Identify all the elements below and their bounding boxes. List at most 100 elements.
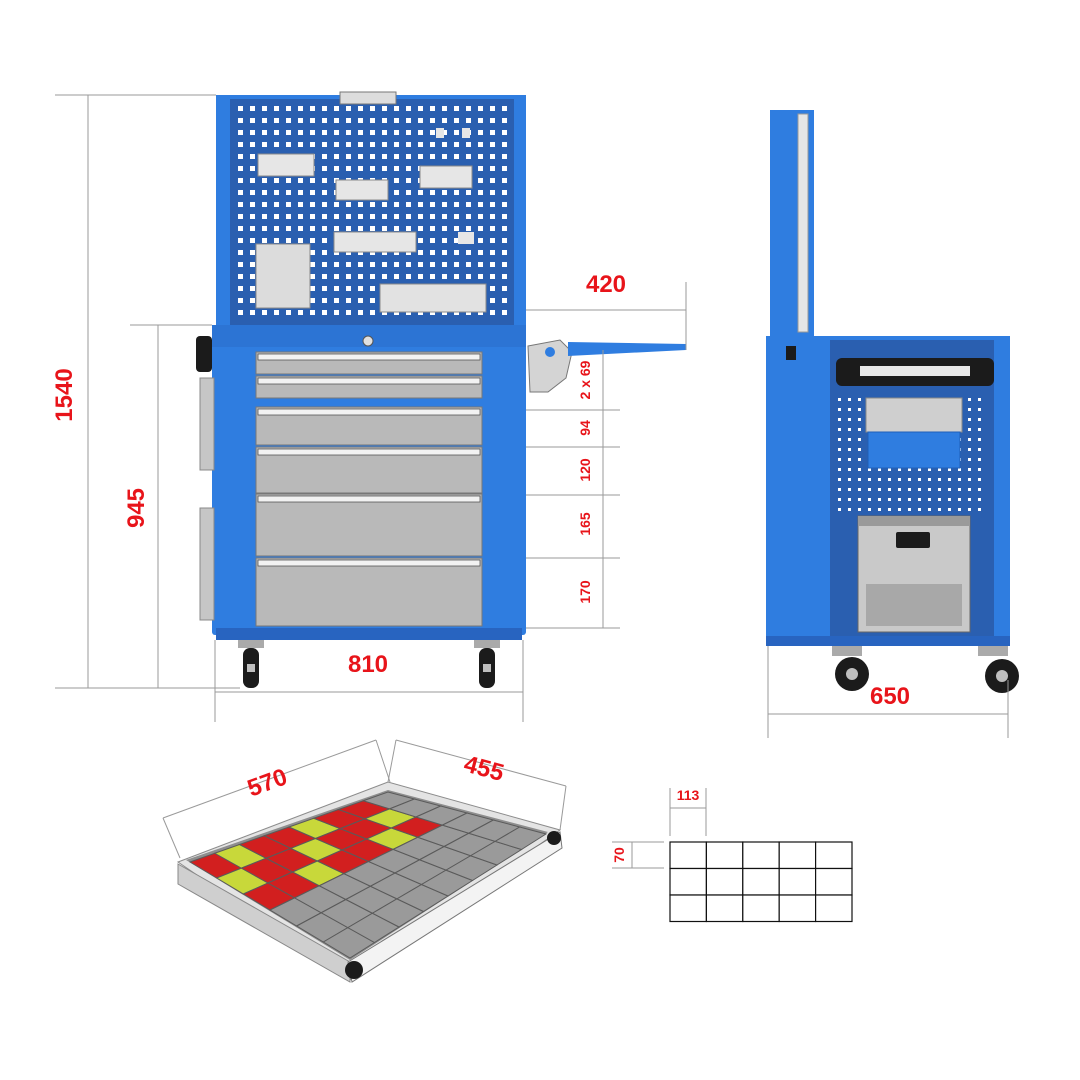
peg-hole	[442, 202, 447, 207]
peg-hole	[298, 118, 303, 123]
bracket-knob	[545, 347, 555, 357]
peg-hole	[322, 214, 327, 219]
peg-hole	[928, 498, 931, 501]
peg-hole	[274, 118, 279, 123]
peg-hole	[322, 166, 327, 171]
side-caster-left	[832, 646, 869, 691]
peg-hole	[346, 274, 351, 279]
peg-hole	[238, 202, 243, 207]
peg-hole	[502, 226, 507, 231]
peg-hole	[868, 508, 871, 511]
peg-hole	[274, 190, 279, 195]
peg-hole	[334, 286, 339, 291]
peg-hole	[968, 448, 971, 451]
tray-bracket	[527, 339, 573, 393]
peg-hole	[502, 130, 507, 135]
peg-hole	[442, 130, 447, 135]
peg-hole	[478, 166, 483, 171]
peg-hole	[346, 202, 351, 207]
peg-hole	[454, 142, 459, 147]
peg-hole	[358, 118, 363, 123]
grid-cell	[814, 841, 853, 870]
side-handle	[196, 336, 212, 372]
peg-hole	[838, 478, 841, 481]
peg-hole	[346, 214, 351, 219]
peg-hole	[406, 130, 411, 135]
peg-hole	[848, 478, 851, 481]
peg-hole	[968, 488, 971, 491]
dim-drawer-2: 94	[577, 420, 593, 436]
grid-cell	[778, 894, 817, 923]
peg-hole	[978, 398, 981, 401]
peg-hole	[502, 202, 507, 207]
peg-hole	[490, 166, 495, 171]
peg-hole	[238, 310, 243, 315]
drawer-handle	[257, 559, 481, 567]
peg-hole	[478, 154, 483, 159]
peg-hole	[322, 298, 327, 303]
peg-hole	[358, 262, 363, 267]
peg-hole	[888, 498, 891, 501]
peg-hole	[250, 214, 255, 219]
peg-hole	[490, 106, 495, 111]
grid-cell	[742, 841, 780, 870]
peg-hole	[370, 106, 375, 111]
peg-hole	[838, 428, 841, 431]
peg-hole	[888, 468, 891, 471]
peg-hole	[878, 478, 881, 481]
peg-hole	[310, 118, 315, 123]
peg-hole	[968, 438, 971, 441]
peg-hole	[394, 142, 399, 147]
lid-latch	[339, 91, 397, 105]
peg-hole	[262, 190, 267, 195]
peg-hole	[878, 488, 881, 491]
peg-hole	[358, 142, 363, 147]
peg-hole	[322, 226, 327, 231]
peg-hole	[310, 226, 315, 231]
grid-cell	[814, 894, 853, 923]
peg-hole	[310, 190, 315, 195]
side-view: 650	[766, 110, 1019, 738]
grid-cell	[778, 841, 817, 870]
peg-hole	[250, 202, 255, 207]
peg-hole	[382, 226, 387, 231]
peg-hole	[502, 214, 507, 219]
peg-hole	[286, 310, 291, 315]
peg-hole	[928, 508, 931, 511]
peg-hole	[490, 238, 495, 243]
peg-hole	[394, 190, 399, 195]
peg-hole	[334, 298, 339, 303]
peg-hole	[334, 118, 339, 123]
peg-hole	[858, 498, 861, 501]
peg-hole	[250, 310, 255, 315]
peg-hole	[454, 238, 459, 243]
peg-hole	[262, 130, 267, 135]
peg-hole	[478, 190, 483, 195]
side-box-lid	[858, 516, 970, 526]
peg-hole	[490, 274, 495, 279]
peg-hole	[868, 468, 871, 471]
peg-hole	[430, 130, 435, 135]
peg-hole	[394, 154, 399, 159]
peg-hole	[838, 448, 841, 451]
peg-hole	[502, 178, 507, 183]
peg-hole	[454, 250, 459, 255]
peg-hole	[334, 142, 339, 147]
peg-hole	[346, 286, 351, 291]
peg-hole	[358, 202, 363, 207]
peg-hole	[938, 488, 941, 491]
peg-hole	[358, 166, 363, 171]
peg-hole	[838, 498, 841, 501]
side-box-label	[866, 584, 962, 626]
grid-cell	[705, 867, 744, 896]
peg-hole	[238, 166, 243, 171]
peg-hole	[430, 250, 435, 255]
peg-hole	[430, 238, 435, 243]
peg-hole	[502, 298, 507, 303]
peg-hole	[968, 478, 971, 481]
peg-hole	[848, 508, 851, 511]
peg-hole	[442, 262, 447, 267]
peg-hole	[238, 118, 243, 123]
peg-hole	[502, 118, 507, 123]
peg-hole	[968, 508, 971, 511]
